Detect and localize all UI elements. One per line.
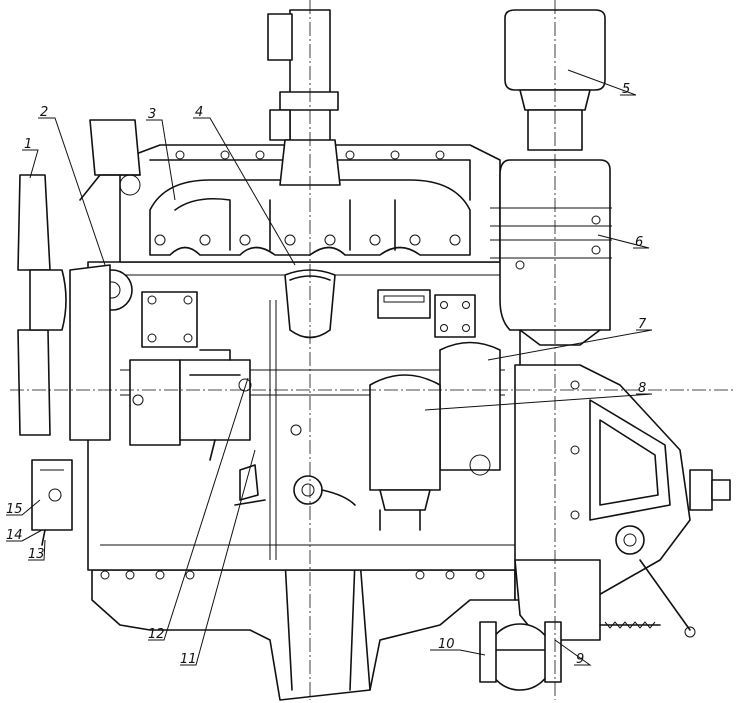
pan-bolts	[100, 570, 485, 580]
oil-filter-small	[369, 374, 441, 531]
callout-11: 11	[180, 652, 197, 667]
callout-labels: 1 2 3 4 5 6 7 8 9 10 11 12 13 14 15	[6, 82, 647, 667]
air-filter	[490, 9, 612, 346]
callout-10: 10	[438, 637, 455, 652]
callout-8: 8	[638, 381, 646, 396]
rear-mount	[479, 559, 661, 691]
side-cover	[141, 291, 476, 348]
callout-9: 9	[576, 652, 584, 667]
leader-lines	[6, 69, 653, 666]
callout-3: 3	[148, 107, 156, 122]
callout-14: 14	[6, 528, 23, 543]
callout-15: 15	[6, 502, 23, 517]
injection-pump	[129, 349, 252, 461]
callout-12: 12	[148, 627, 165, 642]
callout-2: 2	[40, 105, 48, 120]
callout-13: 13	[28, 547, 45, 562]
callout-1: 1	[24, 137, 32, 152]
fan-assembly	[17, 119, 141, 441]
nameplate	[377, 289, 431, 319]
callout-7: 7	[638, 317, 647, 332]
manifold-studs	[154, 234, 461, 246]
head-bolts	[175, 150, 445, 160]
callout-4: 4	[195, 105, 203, 120]
exhaust-pipe	[267, 9, 339, 151]
oil-filter-large	[439, 341, 501, 476]
callout-6: 6	[635, 235, 643, 250]
callout-5: 5	[622, 82, 630, 97]
